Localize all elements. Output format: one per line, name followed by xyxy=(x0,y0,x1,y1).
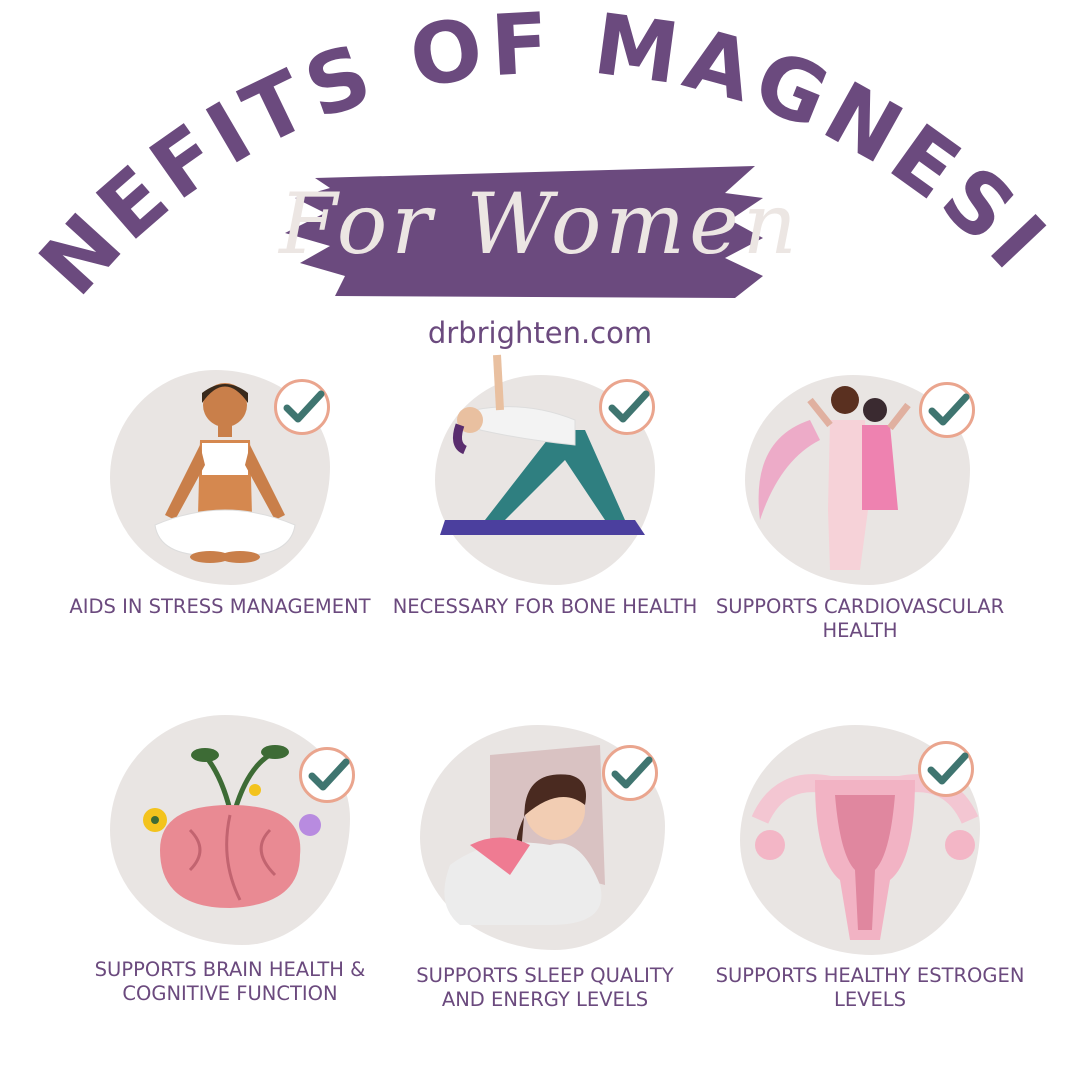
website-link[interactable]: drbrighten.com xyxy=(427,316,653,350)
checkmark-icon xyxy=(928,393,970,426)
checkmark-icon xyxy=(611,756,653,789)
brain-with-flowers-illustration xyxy=(143,745,321,908)
checkmark-badge xyxy=(599,379,655,435)
meditating-woman-illustration xyxy=(154,383,296,563)
benefit-card-brain: Supports brain health & cognitive functi… xyxy=(70,715,390,1055)
benefit-label: Aids in stress management xyxy=(69,595,371,618)
checkmark-badge xyxy=(602,745,658,801)
benefit-label: Supports brain health & cognitive functi… xyxy=(94,958,366,1005)
checkmark-badge xyxy=(919,382,975,438)
uterus-illustration xyxy=(751,774,979,940)
subtitle: For Women xyxy=(279,175,801,273)
brush-stroke-banner xyxy=(285,166,763,298)
benefit-label: Supports healthy estrogen levels xyxy=(715,964,1025,1011)
sleeping-woman-illustration xyxy=(444,745,605,925)
benefit-card-bone: Necessary for bone health xyxy=(385,354,705,705)
benefit-label: Supports cardiovascular health xyxy=(715,595,1005,642)
checkmark-badge xyxy=(274,379,330,435)
checkmark-icon xyxy=(927,752,969,785)
benefit-label: Supports sleep quality and energy levels xyxy=(416,964,674,1011)
checkmark-badge xyxy=(299,747,355,803)
yoga-triangle-pose-illustration xyxy=(440,354,645,535)
benefit-label: Necessary for bone health xyxy=(392,595,698,618)
benefit-card-cardiovascular: Supports cardiovascular health xyxy=(700,365,1020,705)
checkmark-icon xyxy=(308,758,350,791)
checkmark-icon xyxy=(608,390,650,423)
benefit-card-estrogen: Supports healthy estrogen levels xyxy=(710,715,1030,1055)
benefit-card-sleep: Supports sleep quality and energy levels xyxy=(390,715,710,1055)
checkmark-badge xyxy=(918,741,974,797)
checkmark-icon xyxy=(283,390,325,423)
two-women-flexing-illustration xyxy=(758,386,911,570)
benefit-card-stress: Aids in stress management xyxy=(60,365,380,705)
